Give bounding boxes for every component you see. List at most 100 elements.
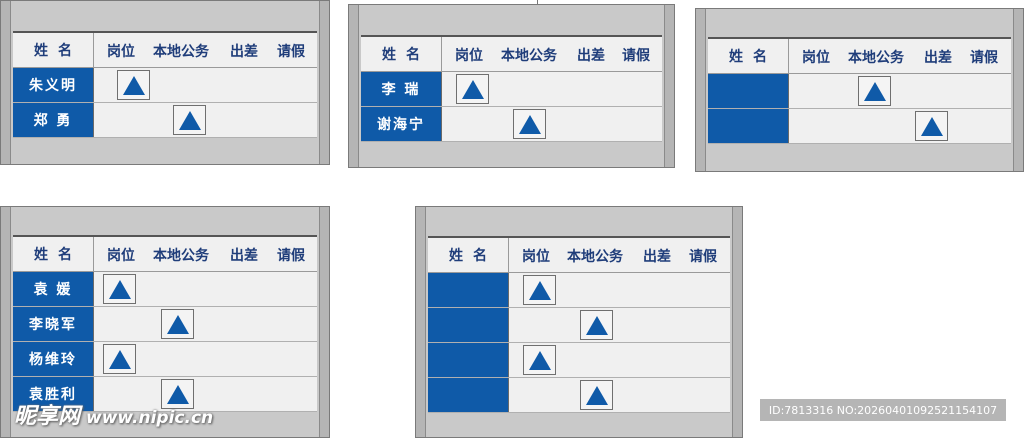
status-marker[interactable]	[580, 380, 613, 410]
table-row	[708, 109, 1011, 144]
table-header: 姓名 岗位 本地公务 出差 请假	[361, 37, 662, 72]
table-row	[708, 74, 1011, 109]
header-trip: 出差	[230, 248, 258, 264]
table-row: 袁 媛	[13, 272, 317, 307]
table-row: 袁胜利	[13, 377, 317, 412]
attendance-table: 姓名 岗位 本地公务 出差 请假	[428, 236, 730, 413]
header-trip: 出差	[230, 44, 258, 60]
triangle-up-icon	[166, 314, 189, 334]
status-marker[interactable]	[523, 345, 556, 375]
triangle-up-icon	[528, 350, 551, 370]
name-tag[interactable]: 朱义明	[13, 68, 94, 102]
name-tag[interactable]	[428, 308, 509, 342]
table-row: 李 瑞	[361, 72, 662, 107]
header-name: 姓名	[13, 33, 94, 67]
triangle-up-icon	[920, 116, 943, 136]
attendance-board-5: 姓名 岗位 本地公务 出差 请假	[415, 206, 743, 438]
table-row	[428, 343, 730, 378]
board-rail-left	[696, 9, 706, 171]
attendance-board-4: 姓名 岗位 本地公务 出差 请假 袁 媛 李晓军 杨维玲 袁胜利	[0, 206, 330, 438]
name-tag[interactable]: 谢海宁	[361, 107, 442, 141]
triangle-up-icon	[108, 349, 131, 369]
header-post: 岗位	[107, 44, 135, 60]
status-marker[interactable]	[523, 275, 556, 305]
name-tag[interactable]	[428, 343, 509, 377]
table-row	[428, 273, 730, 308]
attendance-board-1: 姓名 岗位 本地公务 出差 请假 朱义明 郑 勇	[0, 0, 330, 165]
status-marker[interactable]	[858, 76, 891, 106]
triangle-up-icon	[461, 79, 484, 99]
header-trip: 出差	[924, 50, 952, 66]
attendance-board-3: 姓名 岗位 本地公务 出差 请假	[695, 8, 1024, 172]
header-post: 岗位	[107, 248, 135, 264]
board-rail-left	[1, 207, 11, 437]
name-tag[interactable]	[708, 74, 789, 108]
header-local: 本地公务	[848, 50, 904, 66]
header-name: 姓名	[361, 37, 442, 71]
board-rail-left	[1, 1, 11, 164]
table-row	[428, 308, 730, 343]
name-tag[interactable]: 杨维玲	[13, 342, 94, 376]
table-row: 朱义明	[13, 68, 317, 103]
attendance-table: 姓名 岗位 本地公务 出差 请假 李 瑞 谢海宁	[361, 35, 662, 142]
status-marker[interactable]	[513, 109, 546, 139]
table-header: 姓名 岗位 本地公务 出差 请假	[13, 33, 317, 68]
attendance-table: 姓名 岗位 本地公务 出差 请假 袁 媛 李晓军 杨维玲 袁胜利	[13, 235, 317, 412]
watermark-url: www.nipic.cn	[86, 408, 214, 428]
header-local: 本地公务	[153, 248, 209, 264]
table-row: 谢海宁	[361, 107, 662, 142]
table-row: 杨维玲	[13, 342, 317, 377]
header-name: 姓名	[13, 237, 94, 271]
image-id-text: ID:7813316 NO:20260401092521154107	[768, 403, 998, 417]
triangle-up-icon	[518, 114, 541, 134]
name-tag[interactable]	[428, 378, 509, 412]
header-leave: 请假	[970, 50, 998, 66]
status-marker[interactable]	[456, 74, 489, 104]
status-marker[interactable]	[173, 105, 206, 135]
attendance-table: 姓名 岗位 本地公务 出差 请假	[708, 37, 1011, 144]
header-leave: 请假	[622, 48, 650, 64]
attendance-board-2: 姓名 岗位 本地公务 出差 请假 李 瑞 谢海宁	[348, 4, 675, 168]
name-tag[interactable]	[708, 109, 789, 143]
name-tag[interactable]: 袁胜利	[13, 377, 94, 411]
status-marker[interactable]	[117, 70, 150, 100]
status-marker[interactable]	[580, 310, 613, 340]
header-local: 本地公务	[501, 48, 557, 64]
board-rail-right	[319, 1, 329, 164]
triangle-up-icon	[585, 385, 608, 405]
status-marker[interactable]	[161, 379, 194, 409]
table-header: 姓名 岗位 本地公务 出差 请假	[708, 39, 1011, 74]
triangle-up-icon	[122, 75, 145, 95]
status-marker[interactable]	[103, 274, 136, 304]
header-leave: 请假	[277, 44, 305, 60]
hanging-wire	[537, 0, 538, 6]
status-marker[interactable]	[161, 309, 194, 339]
triangle-up-icon	[585, 315, 608, 335]
name-tag[interactable]	[428, 273, 509, 307]
header-trip: 出差	[577, 48, 605, 64]
table-row: 李晓军	[13, 307, 317, 342]
name-tag[interactable]: 袁 媛	[13, 272, 94, 306]
header-post: 岗位	[802, 50, 830, 66]
image-id-bar: ID:7813316 NO:20260401092521154107	[760, 399, 1006, 421]
board-rail-left	[416, 207, 426, 437]
triangle-up-icon	[166, 384, 189, 404]
board-rail-right	[664, 5, 674, 167]
header-leave: 请假	[689, 249, 717, 265]
status-marker[interactable]	[103, 344, 136, 374]
watermark-brand: 昵享网	[14, 404, 81, 429]
header-leave: 请假	[277, 248, 305, 264]
header-name: 姓名	[708, 39, 789, 73]
name-tag[interactable]: 李 瑞	[361, 72, 442, 106]
triangle-up-icon	[863, 81, 886, 101]
name-tag[interactable]: 郑 勇	[13, 103, 94, 137]
header-post: 岗位	[455, 48, 483, 64]
triangle-up-icon	[108, 279, 131, 299]
table-header: 姓名 岗位 本地公务 出差 请假	[428, 238, 730, 273]
name-tag[interactable]: 李晓军	[13, 307, 94, 341]
triangle-up-icon	[178, 110, 201, 130]
table-row: 郑 勇	[13, 103, 317, 138]
status-marker[interactable]	[915, 111, 948, 141]
header-trip: 出差	[643, 249, 671, 265]
